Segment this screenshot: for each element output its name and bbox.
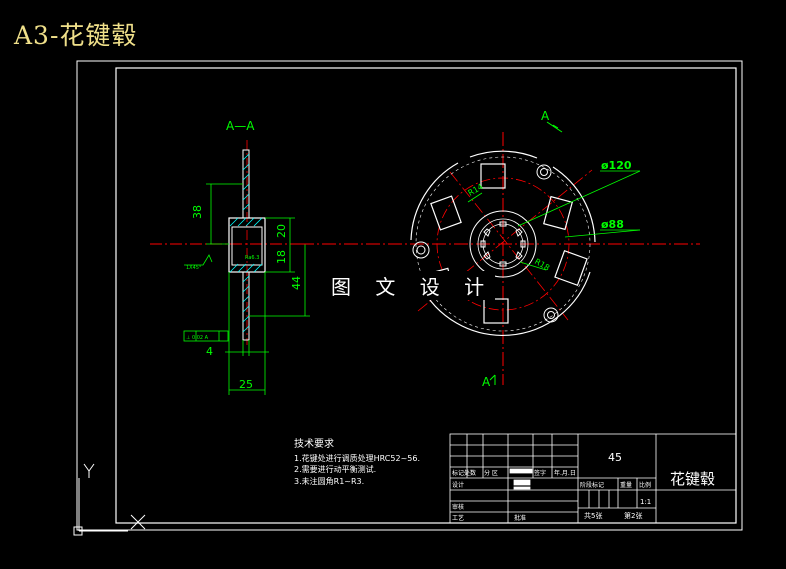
dim-25: 25 <box>239 378 253 391</box>
tb-stage: 阶段标记 <box>580 481 604 489</box>
tech-item-2: 2.需要进行动平衡测试. <box>294 464 376 474</box>
title-block-text: 45 花键毂 标记处数 分 区 签字 年.月.日 设计 阶段标记 重量 比例 1… <box>452 451 715 522</box>
outer-border <box>76 60 743 531</box>
tb-zone: 分 区 <box>484 469 498 477</box>
tb-signature: 签字 <box>534 469 546 477</box>
watermark: 图 文 设 计 <box>329 271 496 300</box>
front-view: A A ø120 ø88 R14 R18 <box>300 109 700 389</box>
tb-scale: 1:1 <box>640 498 651 506</box>
part-name: 花键毂 <box>670 470 715 488</box>
tech-item-3: 3.未注圆角R1~R3. <box>294 476 364 486</box>
spline-profile <box>480 221 526 267</box>
dim-r14: R14 <box>467 182 485 198</box>
roughness-note: Ra6.3 <box>245 255 259 261</box>
chamfer-note: 1X45° <box>186 265 202 271</box>
title-block <box>449 433 737 524</box>
ucs-icon <box>73 463 146 536</box>
inner-border <box>115 67 737 524</box>
dim-18: 18 <box>275 250 288 264</box>
tb-date: 年.月.日 <box>554 469 576 477</box>
tech-heading: 技术要求 <box>294 437 334 450</box>
dim-phi88: ø88 <box>601 218 624 231</box>
cut-label-bottom: A <box>482 375 491 389</box>
tb-approve: 批准 <box>514 514 526 522</box>
tb-process: 工艺 <box>452 514 464 522</box>
dim-20: 20 <box>275 224 288 238</box>
material-value: 45 <box>608 451 622 464</box>
section-view: A—A <box>150 119 310 395</box>
dim-4: 4 <box>206 345 213 358</box>
drawing-title: A3-花键毂 <box>14 21 138 50</box>
cut-label-top: A <box>541 109 550 123</box>
tb-design: 设计 <box>452 481 464 489</box>
tolerance-frame: ⊥ 0.02 A <box>186 335 209 341</box>
tb-scale-label: 比例 <box>639 481 651 489</box>
tech-requirements: 技术要求 1.花键处进行调质处理HRC52~56. 2.需要进行动平衡测试. 3… <box>294 437 420 486</box>
tech-item-1: 1.花键处进行调质处理HRC52~56. <box>294 453 420 463</box>
tb-marks: 标记处数 <box>452 469 476 477</box>
dim-phi120: ø120 <box>601 159 632 172</box>
dim-44: 44 <box>290 276 303 290</box>
tb-review: 审核 <box>452 503 464 511</box>
dim-r18: R18 <box>533 257 551 273</box>
tb-weight: 重量 <box>620 481 632 489</box>
dim-38: 38 <box>191 205 204 219</box>
tb-sheet-no: 第2张 <box>624 511 642 520</box>
section-label: A—A <box>226 119 255 133</box>
tb-sheets-total: 共5张 <box>584 511 602 520</box>
slots <box>425 163 588 324</box>
